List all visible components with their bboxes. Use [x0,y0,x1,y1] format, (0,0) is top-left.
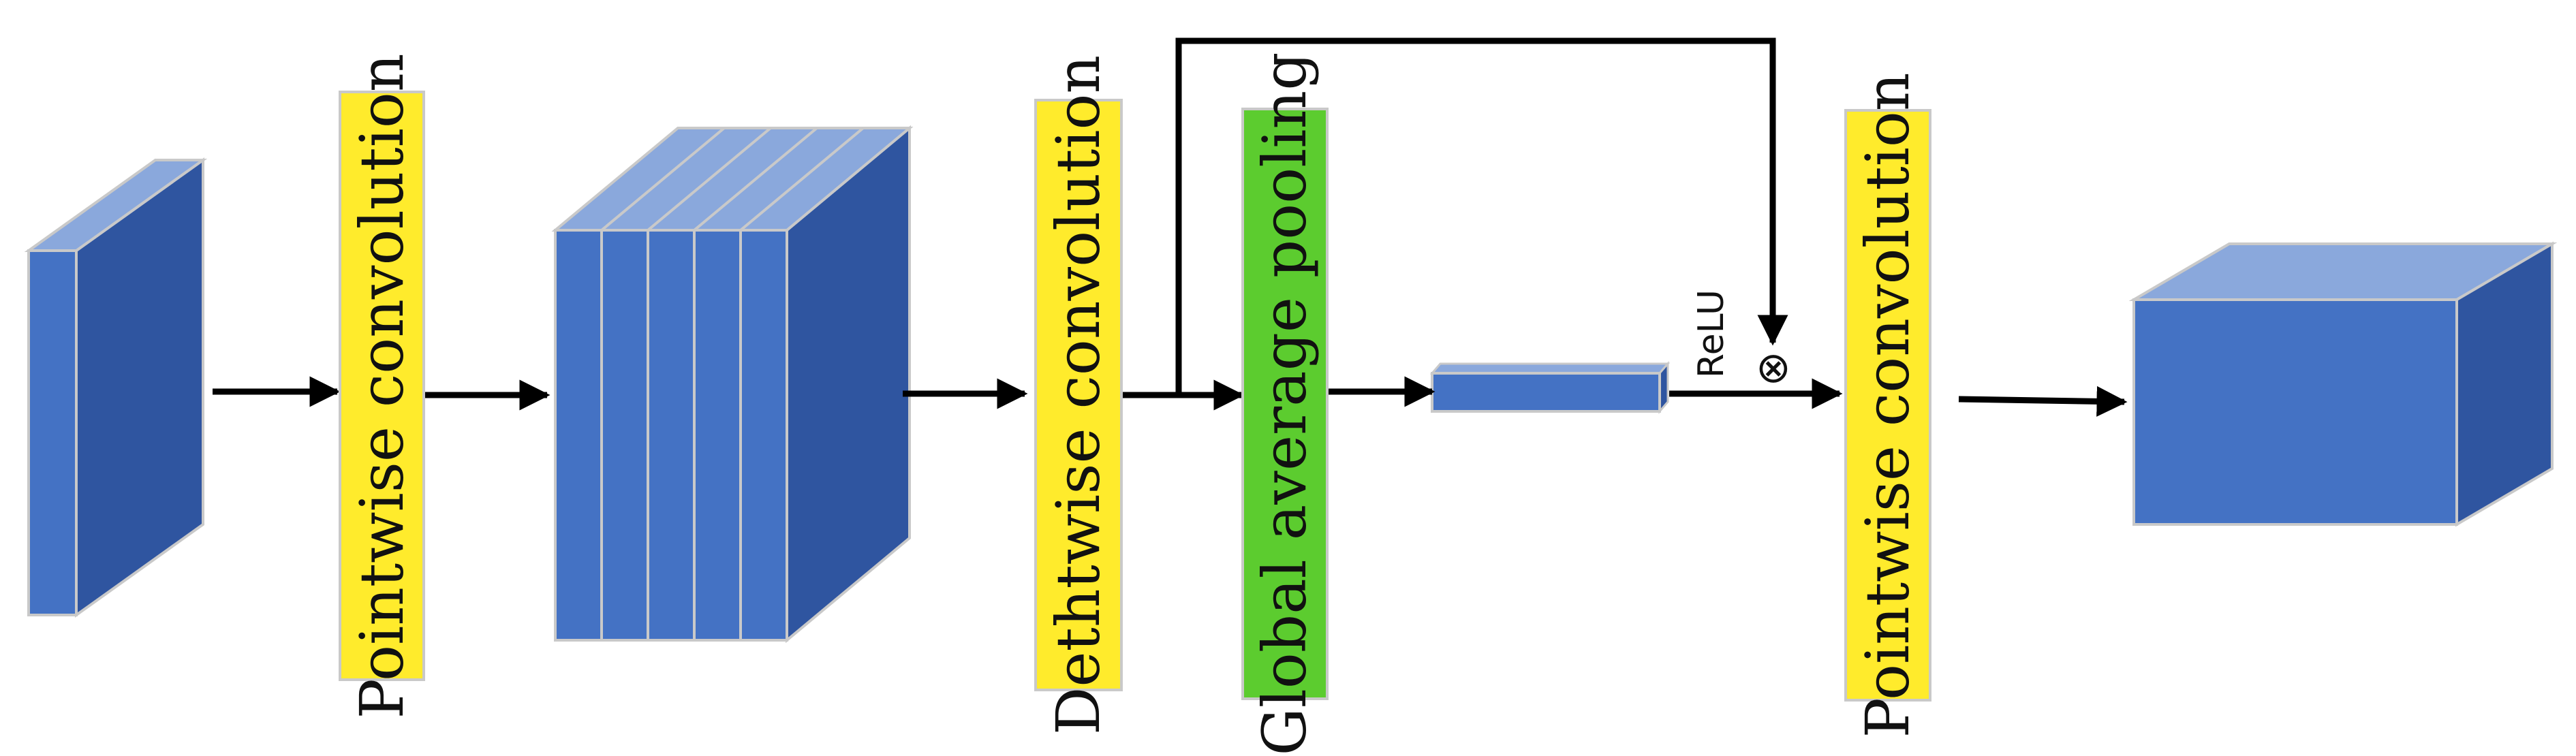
stack-top-divider [647,127,772,232]
pooled-vector-front [1431,372,1661,413]
skip-connection-arrow [1175,37,1788,395]
depthwise-convolution-block: Dethtwise convolution [1034,55,1123,735]
stack-top-divider [693,127,818,232]
stack-top-divider [739,127,865,232]
stack-slice [647,229,696,642]
stack-slice [554,229,603,642]
pointwise-convolution-2-label: Pointwise convolution [1852,72,1923,738]
multiply-icon: ⊗ [1756,343,1791,392]
expanded-feature-maps [551,125,914,644]
output-cube-front [2132,298,2458,526]
relu-label: ReLU [1691,289,1732,379]
arrow-pointwise-to-output [1958,385,2128,417]
global-average-pooling-label: Global average pooling [1250,52,1320,756]
output-feature-map [2128,241,2558,527]
pooled-vector-top [1429,362,1671,375]
global-average-pooling-block: Global average pooling [1241,52,1329,756]
depthwise-convolution-label: Dethtwise convolution [1043,54,1113,736]
pointwise-convolution-2-block: Pointwise convolution [1844,72,1931,738]
input-feature-map [24,157,208,618]
pointwise-convolution-label: Pointwise convolution [346,52,417,719]
stack-top-divider [600,127,726,232]
pointwise-convolution-block: Pointwise convolution [339,53,425,719]
input-slab-front [27,249,78,616]
pooled-vector [1429,360,1671,415]
architecture-diagram: Pointwise convolution Dethtwise convolut… [24,37,2558,756]
stack-slice [693,229,742,642]
diagram-shapes [24,37,2558,644]
stack-slice [739,229,788,642]
arrows [213,37,2128,417]
stack-slice [600,229,649,642]
